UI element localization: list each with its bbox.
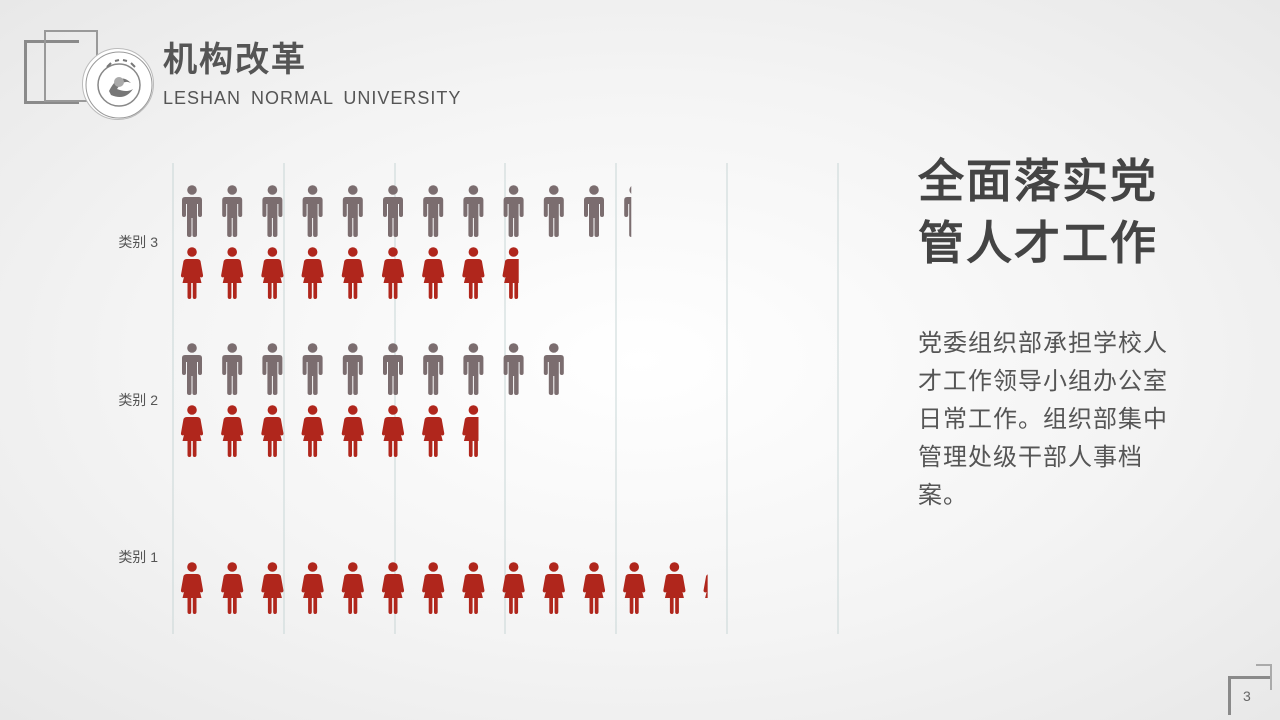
page-corner-decoration [1228, 676, 1271, 715]
chart-category-labels: 类别 1 类别 2 类别 3 [118, 234, 158, 565]
male-figure-icon [383, 343, 403, 395]
chart-grid [172, 163, 839, 634]
male-figure-icon [342, 185, 363, 237]
female-figure-icon [502, 562, 525, 614]
male-figure-icon [222, 185, 243, 237]
description-text: 党委组织部承担学校人才工作领导小组办公室日常工作。组织部集中管理处级干部人事档案… [918, 329, 1168, 509]
female-figure-icon [341, 405, 364, 457]
female-figure-icon [462, 562, 485, 614]
decorative-frame [24, 40, 79, 104]
female-figure-icon [542, 562, 565, 614]
female-figure-icon [623, 562, 646, 614]
female-figure-icon [582, 562, 606, 614]
male-figure-icon [342, 343, 363, 395]
page-corner-decoration-inner [1256, 664, 1272, 690]
category-label: 类别 1 [118, 549, 158, 565]
female-figure-icon [381, 562, 405, 614]
female-figure-icon [502, 247, 519, 299]
male-bar-2 [182, 343, 604, 395]
male-bar-3 [182, 185, 632, 237]
page-title: 机构改革 [163, 40, 307, 80]
female-figure-icon [301, 405, 324, 457]
female-figure-icon [261, 562, 284, 614]
female-figure-icon [180, 562, 204, 614]
female-figure-icon [301, 562, 324, 614]
male-figure-icon [463, 343, 484, 395]
female-figure-icon [221, 405, 244, 457]
female-figure-icon [381, 405, 405, 457]
male-figure-icon [543, 185, 564, 237]
chart-marks [180, 185, 708, 614]
page-number: 3 [1243, 688, 1251, 704]
female-figure-icon [341, 247, 364, 299]
male-figure-icon [463, 185, 484, 237]
male-figure-icon [503, 343, 524, 395]
female-figure-icon [422, 562, 445, 614]
male-figure-icon [262, 185, 283, 237]
male-bar-1 [182, 500, 363, 552]
female-figure-icon [462, 247, 485, 299]
male-figure-icon [262, 343, 283, 395]
female-figure-icon [462, 405, 479, 457]
male-figure-icon [262, 500, 282, 552]
female-figure-icon [422, 247, 445, 299]
female-figure-icon [422, 405, 445, 457]
female-figure-icon [381, 247, 405, 299]
male-figure-icon [624, 185, 632, 237]
male-figure-icon [383, 185, 403, 237]
male-figure-icon [423, 185, 444, 237]
female-figure-icon [180, 405, 204, 457]
male-figure-icon [182, 500, 202, 552]
male-figure-icon [423, 343, 444, 395]
male-figure-icon [343, 500, 363, 552]
female-figure-icon [261, 405, 284, 457]
female-figure-icon [221, 562, 244, 614]
female-figure-icon [261, 247, 284, 299]
female-figure-icon [663, 562, 686, 614]
female-figure-icon [341, 562, 364, 614]
female-figure-icon [301, 247, 324, 299]
male-figure-icon [503, 185, 524, 237]
male-figure-icon [303, 500, 323, 552]
female-bar-1 [180, 562, 708, 614]
female-bar-3 [180, 247, 519, 299]
male-figure-icon [302, 343, 323, 395]
male-figure-icon [182, 343, 202, 395]
female-figure-icon [703, 562, 708, 614]
female-bar-2 [180, 405, 479, 457]
category-label: 类别 3 [118, 234, 158, 250]
category-label: 类别 2 [118, 392, 158, 408]
male-figure-icon [302, 185, 323, 237]
male-figure-icon [584, 343, 604, 395]
male-figure-icon [543, 343, 564, 395]
female-figure-icon [180, 247, 204, 299]
male-figure-icon [222, 500, 242, 552]
university-logo-icon [82, 48, 154, 120]
male-figure-icon [222, 343, 243, 395]
page-subtitle: LESHAN NORMAL UNIVERSITY [163, 88, 462, 108]
section-heading: 全面落实党管人才工作 [918, 154, 1158, 270]
male-figure-icon [584, 185, 604, 237]
female-figure-icon [221, 247, 244, 299]
male-figure-icon [182, 185, 202, 237]
